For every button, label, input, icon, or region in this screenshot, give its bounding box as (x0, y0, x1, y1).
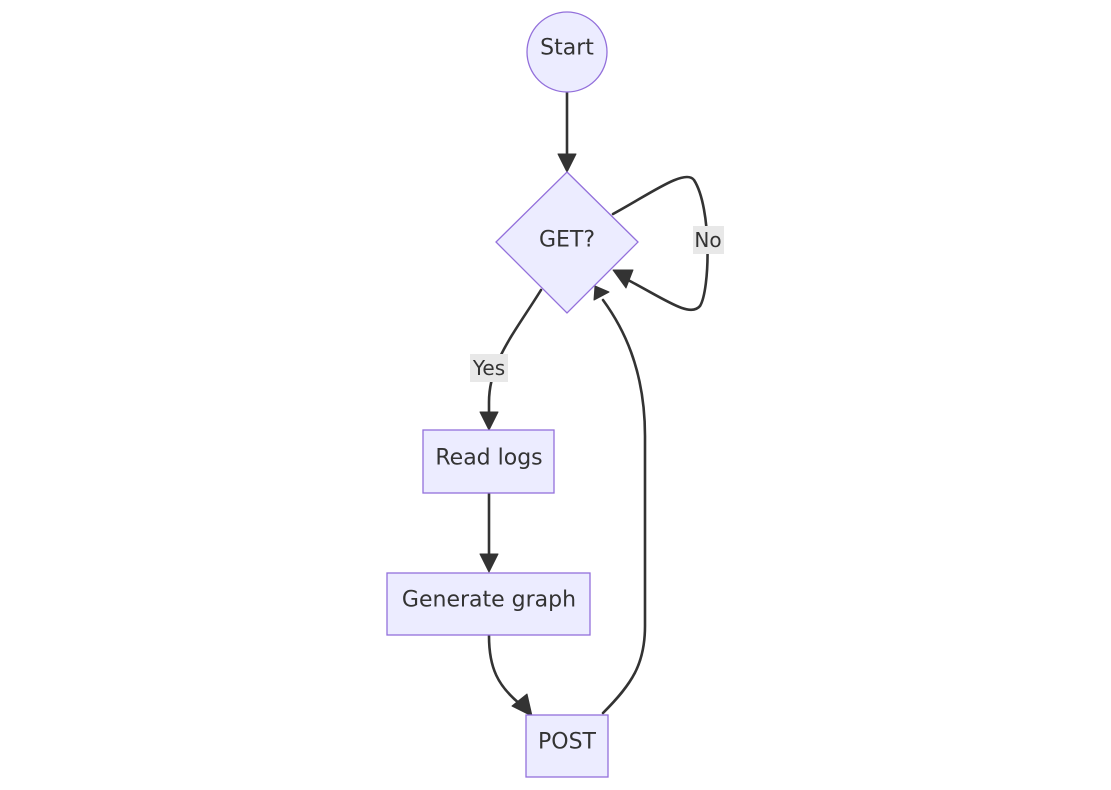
edges (479, 90, 709, 717)
node-start: Start (526, 11, 608, 93)
start-label: Start (540, 36, 594, 61)
edge-decision-to-read-logs (487, 288, 543, 418)
arrowhead-decision-no-loop (612, 269, 634, 289)
decision-diamond (495, 171, 639, 314)
edge-label-no-bg (693, 226, 724, 254)
arrowhead-read-logs-to-generate-graph (479, 553, 499, 573)
start-circle (526, 11, 608, 93)
generate-graph-box (386, 572, 591, 636)
node-decision: GET? (495, 171, 639, 314)
nodes: Start GET? Read logs Generate graph POST (386, 11, 639, 778)
edge-labels: Yes No (470, 226, 724, 382)
edge-label-no: No (694, 228, 721, 252)
post-label: POST (538, 730, 597, 755)
node-read-logs: Read logs (422, 429, 555, 494)
decision-label: GET? (539, 228, 595, 253)
arrowhead-start-to-decision (557, 153, 577, 173)
read-logs-label: Read logs (435, 446, 542, 471)
edge-post-to-decision (601, 298, 647, 715)
generate-graph-label: Generate graph (402, 588, 576, 613)
arrowhead-generate-graph-to-post (511, 693, 533, 717)
edge-label-yes-bg (470, 354, 508, 382)
edge-generate-graph-to-post (487, 634, 522, 706)
read-logs-box (422, 429, 555, 494)
node-generate-graph: Generate graph (386, 572, 591, 636)
arrowhead-post-to-decision (593, 285, 610, 301)
arrowhead-decision-to-read-logs (479, 411, 499, 431)
post-box (525, 714, 609, 778)
node-post: POST (525, 714, 609, 778)
edge-label-yes: Yes (472, 356, 505, 380)
